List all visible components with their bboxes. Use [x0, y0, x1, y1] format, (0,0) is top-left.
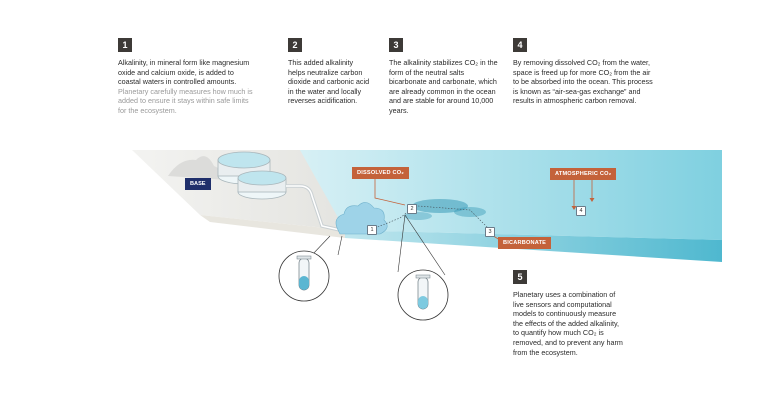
- marker-2: 2: [407, 204, 417, 214]
- tank-2: [237, 170, 287, 200]
- shore-edge: [200, 215, 345, 238]
- sensor-circle-1: [278, 250, 330, 302]
- step-1: 1 Alkalinity, in mineral form like magne…: [118, 38, 254, 116]
- base-label: BASE: [185, 178, 211, 190]
- step-number: 2: [288, 38, 302, 52]
- step-number: 5: [513, 270, 527, 284]
- step-note: Planetary carefully measures how much is…: [118, 86, 253, 115]
- magnifier-line-1: [311, 235, 331, 256]
- marker-3: 3: [485, 227, 495, 237]
- step-text: By removing dissolved CO₂ from the water…: [513, 58, 653, 106]
- step-number: 4: [513, 38, 527, 52]
- step-number: 1: [118, 38, 132, 52]
- atmospheric-co2-label: ATMOSPHERIC CO₂: [550, 168, 617, 180]
- step-2: 2 This added alkalinity helps neutralize…: [288, 38, 370, 106]
- co2-blob: [412, 199, 468, 213]
- step-5: 5 Planetary uses a combination of live s…: [513, 270, 623, 357]
- mineral-pile: [168, 156, 228, 180]
- step-text: This added alkalinity helps neutralize c…: [288, 58, 370, 106]
- step-4: 4 By removing dissolved CO₂ from the wat…: [513, 38, 653, 106]
- marker-1: 1: [367, 225, 377, 235]
- step-text: Planetary uses a combination of live sen…: [513, 290, 623, 357]
- step-number: 3: [389, 38, 403, 52]
- bicarbonate-label: BICARBONATE: [498, 237, 552, 249]
- marker-4: 4: [576, 206, 586, 216]
- dissolved-connector: [374, 178, 406, 206]
- step-3: 3 The alkalinity stabilizes CO₂ in the f…: [389, 38, 501, 116]
- sensor-circle-2: [397, 269, 449, 321]
- step-text: The alkalinity stabilizes CO₂ in the for…: [389, 58, 498, 115]
- step-text: Alkalinity, in mineral form like magnesi…: [118, 58, 250, 87]
- dissolved-co2-label: DISSOLVED CO₂: [352, 167, 409, 179]
